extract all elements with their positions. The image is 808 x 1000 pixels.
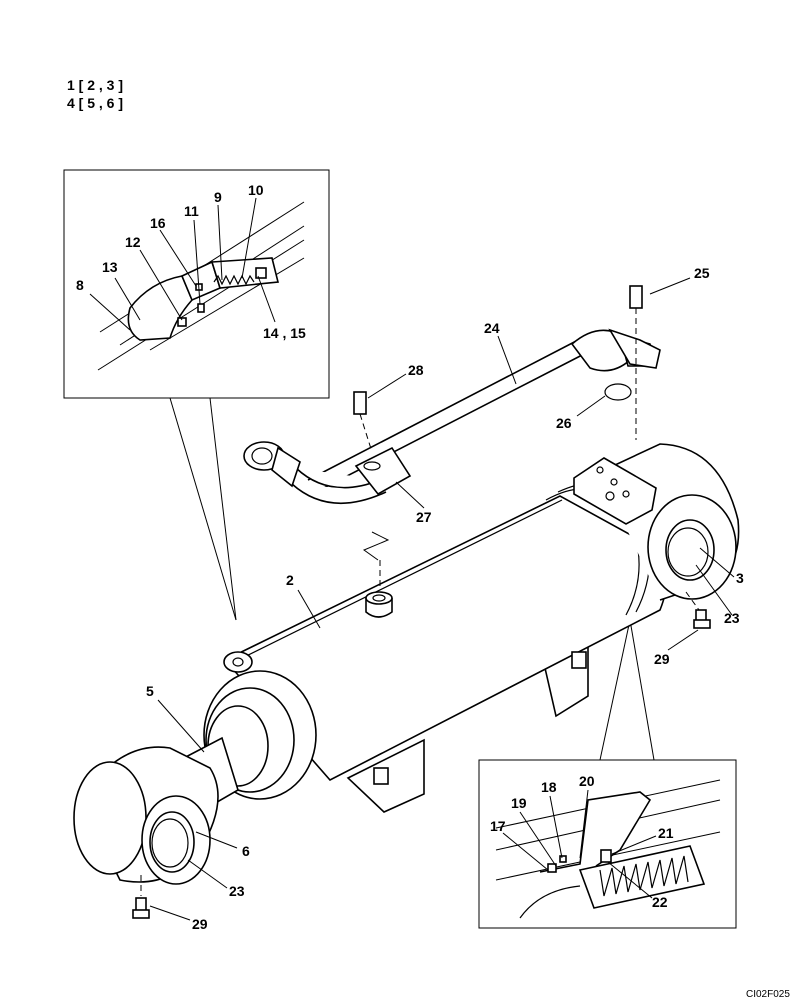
drawing-code: CI02F025: [746, 989, 790, 1000]
callout-6: 6: [242, 843, 250, 859]
detail-inset-piston-seals: 17 19 18 20 21 22: [478, 759, 737, 929]
callout-29-front: 29: [192, 916, 208, 932]
header-line-2: 4 [ 5 , 6 ]: [67, 95, 123, 111]
cylinder-barrel: [203, 443, 740, 813]
callout-9: 9: [214, 189, 222, 205]
rod-end-eye: [73, 746, 219, 885]
callout-29-rear: 29: [654, 651, 670, 667]
hydraulic-pipe-assembly: [243, 285, 661, 590]
callout-19: 19: [511, 795, 527, 811]
callout-24: 24: [484, 320, 500, 336]
callout-5: 5: [146, 683, 154, 699]
grease-fitting-rear: [685, 591, 711, 629]
callout-23-front: 23: [229, 883, 245, 899]
callout-17: 17: [490, 818, 506, 834]
callout-26: 26: [556, 415, 572, 431]
callout-28: 28: [408, 362, 424, 378]
grease-fitting-front: [132, 875, 150, 919]
callout-13: 13: [102, 259, 118, 275]
callout-8: 8: [76, 277, 84, 293]
callout-16: 16: [150, 215, 166, 231]
callout-10: 10: [248, 182, 264, 198]
callout-27: 27: [416, 509, 432, 525]
callout-20: 20: [579, 773, 595, 789]
callout-21: 21: [658, 825, 674, 841]
callout-11: 11: [184, 203, 199, 219]
callout-23-rear: 23: [724, 610, 740, 626]
callout-18: 18: [541, 779, 557, 795]
callout-14-15: 14 , 15: [263, 325, 306, 341]
header-line-1: 1 [ 2 , 3 ]: [67, 77, 123, 93]
callout-2: 2: [286, 572, 294, 588]
callout-3: 3: [736, 570, 744, 586]
callout-22: 22: [652, 894, 668, 910]
callout-25: 25: [694, 265, 710, 281]
callout-12: 12: [125, 234, 141, 250]
detail-inset-rod-seals: 8 13 12 16 11 9 10 14 , 15: [63, 169, 330, 399]
